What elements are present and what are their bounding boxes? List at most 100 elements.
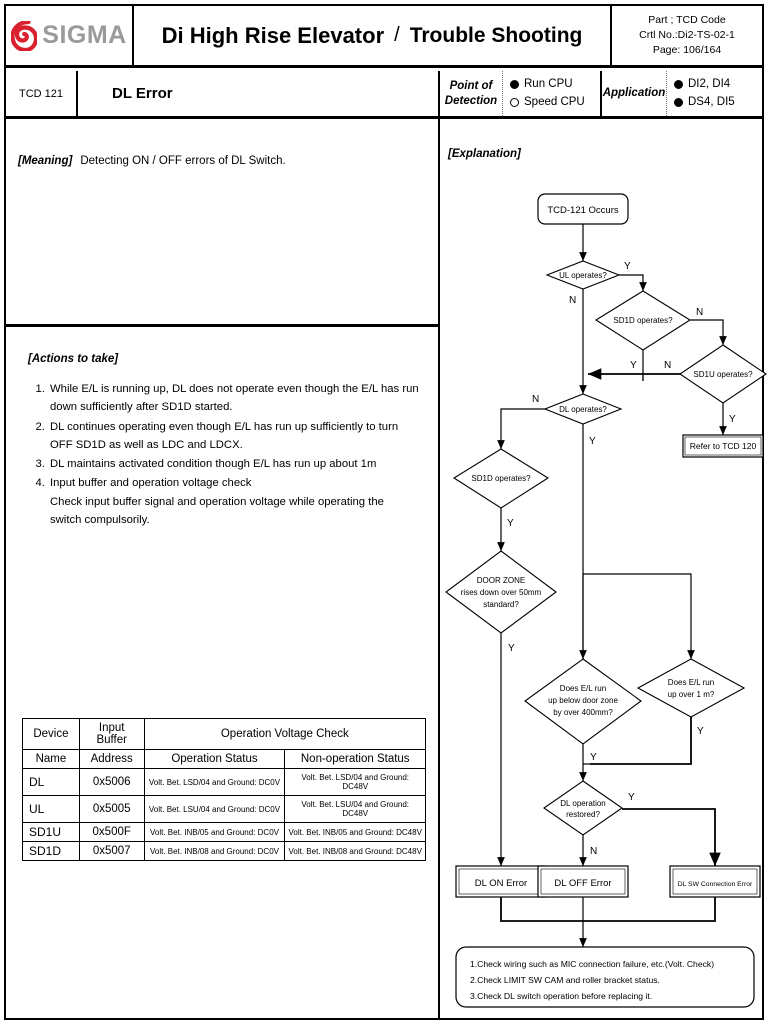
application-option-label: DI2, DI4 [688, 78, 731, 91]
flow-node-start: TCD-121 Occurs [537, 193, 629, 225]
meaning-tag: [Meaning] [18, 155, 73, 167]
flow-node-restored-line2: restored? [566, 810, 600, 819]
flow-node-el-over1m-line2: up over 1 m? [668, 690, 715, 699]
table-row: UL 0x5005 Volt. Bet. LSU/04 and Ground: … [22, 795, 426, 823]
code-row: TCD 121 DL Error Point of Detection Run … [6, 71, 762, 119]
detection-option-label: Run CPU [524, 78, 573, 91]
branch-label-el-over1m-yes: Y [697, 726, 704, 737]
actions-list: While E/L is running up, DL does not ope… [28, 380, 428, 529]
action-item: DL continues operating even though E/L h… [48, 418, 428, 455]
branch-label-door-zone-yes: Y [508, 643, 515, 654]
nonoperation-voltage: Volt. Bet. INB/05 and Ground: DC48V [284, 822, 426, 842]
nonoperation-voltage: Volt. Bet. LSD/04 and Ground: DC48V [284, 768, 426, 796]
action-line: DL continues operating even though E/L h… [50, 420, 399, 433]
flow-node-sd1u-label: SD1U operates? [693, 370, 753, 379]
meaning-text: Detecting ON / OFF errors of DL Switch. [80, 155, 286, 167]
final-check-note: 3.Check DL switch operation before repla… [470, 991, 652, 1001]
device-address: 0x500F [78, 822, 145, 842]
table-row: SD1U 0x500F Volt. Bet. INB/05 and Ground… [22, 822, 426, 842]
nonoperation-voltage: Volt. Bet. INB/08 and Ground: DC48V [284, 841, 426, 861]
document-title: Di High Rise Elevator / Trouble Shooting [134, 6, 612, 65]
branch-label-sd1d-top-no: N [696, 307, 703, 318]
application-label: Application [602, 87, 666, 100]
flow-node-ul-operates-label: UL operates? [559, 271, 607, 280]
branch-label-restored-yes: Y [628, 792, 635, 803]
detection-option-label: Speed CPU [524, 95, 585, 108]
radio-empty-icon[interactable] [510, 97, 519, 107]
detection-option-run-cpu[interactable]: Run CPU [510, 76, 600, 93]
device-name: DL [22, 768, 80, 796]
action-item: Input buffer and operation voltage check… [48, 474, 428, 529]
radio-filled-icon[interactable] [674, 80, 683, 90]
title-separator: / [394, 24, 400, 46]
pod-label-line2: Detection [444, 94, 498, 107]
flow-node-refer-tcd120-label: Refer to TCD 120 [690, 441, 757, 451]
point-of-detection-label: Point of Detection [440, 71, 502, 116]
action-line: DL maintains activated condition though … [50, 458, 377, 471]
radio-filled-icon[interactable] [510, 80, 519, 90]
flow-node-door-zone: DOOR ZONE rises down over 50mm standard? [445, 550, 557, 634]
radio-filled-icon[interactable] [674, 97, 683, 107]
flow-node-sd1d-left-label: SD1D operates? [471, 474, 531, 483]
branch-label-ul-yes: Y [624, 261, 631, 272]
pod-label-line1: Point of [449, 80, 493, 93]
application-option-ds4-di5[interactable]: DS4, DI5 [674, 94, 760, 111]
action-line: switch compulsorily. [50, 514, 150, 527]
branch-label-sd1u-no: N [664, 360, 671, 371]
flow-node-sd1d-operates-left: SD1D operates? [452, 448, 550, 509]
flow-node-refer-tcd120: Refer to TCD 120 [682, 434, 764, 458]
action-line: Input buffer and operation voltage check [50, 477, 252, 490]
col-device-line1: Device [22, 718, 80, 750]
flow-node-dl-operates-label: DL operates? [559, 405, 607, 414]
flow-node-dl-on-error-label: DL ON Error [475, 878, 527, 889]
flow-node-door-zone-line1: DOOR ZONE [477, 576, 525, 585]
device-name: SD1U [22, 822, 80, 842]
action-item: While E/L is running up, DL does not ope… [48, 380, 428, 417]
explanation-tag: [Explanation] [448, 148, 521, 160]
detection-option-speed-cpu[interactable]: Speed CPU [510, 94, 600, 111]
operation-voltage: Volt. Bet. INB/08 and Ground: DC0V [143, 841, 286, 861]
flow-node-sd1u-operates: SD1U operates? [679, 344, 767, 404]
flow-node-door-zone-line3: standard? [483, 600, 519, 609]
error-name: DL Error [78, 71, 440, 116]
operation-voltage: Volt. Bet. INB/05 and Ground: DC0V [143, 822, 286, 842]
flow-node-dl-operation-restored: DL operation restored? [543, 780, 623, 836]
branch-label-el-below-yes: Y [590, 752, 597, 763]
flow-node-el-below-line1: Does E/L run [560, 684, 606, 693]
final-check-note: 1.Check wiring such as MIC connection fa… [470, 959, 714, 969]
col-operation-voltage-check: Operation Voltage Check [143, 718, 427, 750]
col-nonoperation-status: Non-operation Status [284, 749, 426, 769]
device-name: SD1D [22, 841, 80, 861]
flow-node-dl-on-error: DL ON Error [455, 865, 547, 898]
application-option-di2-di4[interactable]: DI2, DI4 [674, 76, 760, 93]
nonoperation-voltage: Volt. Bet. LSU/04 and Ground: DC48V [284, 795, 426, 823]
table-row: DL 0x5006 Volt. Bet. LSD/04 and Ground: … [22, 768, 426, 796]
flow-node-el-over1m-line1: Does E/L run [668, 678, 714, 687]
meta-control-no: Crtl No.:Di2-TS-02-1 [639, 28, 735, 41]
operation-voltage: Volt. Bet. LSD/04 and Ground: DC0V [143, 768, 286, 796]
flow-node-dl-sw-connection-error: DL SW Connection Error [669, 865, 761, 898]
document-header: SIGMA Di High Rise Elevator / Trouble Sh… [6, 6, 762, 68]
branch-label-dl-no: N [532, 394, 539, 405]
meta-part: Part ; TCD Code [648, 13, 726, 26]
operation-voltage: Volt. Bet. LSU/04 and Ground: DC0V [143, 795, 286, 823]
flow-node-sd1d-top-label: SD1D operates? [613, 316, 673, 325]
table-header-row: Device Input Buffer Operation Voltage Ch… [22, 718, 427, 750]
flow-node-el-below-door-zone: Does E/L run up below door zone by over … [524, 658, 642, 745]
actions-section: [Actions to take] While E/L is running u… [6, 340, 438, 600]
flow-node-ul-operates: UL operates? [545, 260, 621, 290]
flow-node-start-label: TCD-121 Occurs [547, 205, 619, 216]
col-buffer-line2: Address [78, 749, 145, 769]
tcd-code: TCD 121 [6, 71, 78, 116]
device-name: UL [22, 795, 80, 823]
col-buffer-line1: Input Buffer [78, 718, 145, 750]
meaning-section: [Meaning] Detecting ON / OFF errors of D… [6, 134, 438, 327]
flow-node-restored-line1: DL operation [560, 799, 606, 808]
flow-node-dl-off-error: DL OFF Error [537, 865, 629, 898]
application-options: DI2, DI4 DS4, DI5 [666, 71, 760, 116]
flow-node-dl-operates: DL operates? [543, 393, 623, 425]
action-line: down sufficiently after SD1D started. [50, 401, 233, 414]
flow-node-sd1d-operates-top: SD1D operates? [594, 290, 692, 351]
branch-label-dl-yes: Y [589, 436, 596, 447]
actions-tag: [Actions to take] [28, 353, 119, 365]
